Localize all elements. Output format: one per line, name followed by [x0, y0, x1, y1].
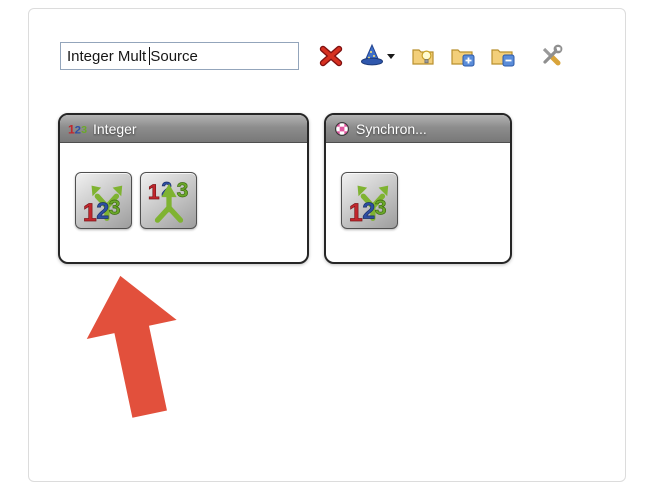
wizard-button[interactable] — [357, 42, 397, 70]
wizard-hat-icon — [361, 43, 383, 66]
category-label: Integer — [93, 120, 137, 137]
category-integer: 1 2 3 Integer 1 2 3 — [58, 113, 309, 264]
folder-lightbulb-icon — [412, 49, 434, 65]
svg-text:2: 2 — [75, 125, 81, 136]
expand-all-button[interactable] — [449, 42, 477, 70]
integer-demux-icon: 1 2 3 — [348, 185, 388, 224]
svg-text:1: 1 — [82, 199, 96, 224]
category-label: Synchron... — [356, 120, 427, 137]
svg-text:1: 1 — [147, 181, 159, 204]
settings-button[interactable] — [537, 42, 565, 70]
sync-ball-icon — [335, 121, 349, 136]
svg-text:3: 3 — [81, 125, 87, 136]
annotation-arrow-icon — [86, 275, 177, 418]
svg-text:2: 2 — [96, 197, 109, 223]
red-x-icon — [319, 45, 343, 67]
category-integer-header[interactable]: 1 2 3 Integer — [60, 115, 307, 143]
svg-text:1: 1 — [348, 199, 362, 224]
integer-multiplexer-button[interactable]: 1 2 3 — [140, 172, 197, 229]
clear-search-button[interactable] — [317, 42, 345, 70]
integer-123-icon: 1 2 3 — [68, 123, 87, 136]
category-synchronization-header[interactable]: Synchron... — [326, 115, 510, 143]
category-integer-body: 1 2 3 1 2 3 — [60, 143, 307, 229]
folder-minus-icon — [491, 49, 515, 67]
search-input[interactable] — [60, 42, 299, 70]
folder-plus-icon — [451, 49, 475, 67]
integer-mux-icon: 1 2 3 — [147, 178, 188, 223]
category-synchronization: Synchron... 1 2 3 — [324, 113, 512, 264]
toolbar — [317, 42, 565, 70]
integer-demultiplexer-button[interactable]: 1 2 3 — [341, 172, 398, 229]
svg-text:2: 2 — [362, 197, 375, 223]
svg-text:1: 1 — [68, 123, 75, 136]
collapse-all-button[interactable] — [489, 42, 517, 70]
svg-text:3: 3 — [374, 196, 386, 219]
svg-text:3: 3 — [108, 196, 120, 219]
svg-text:3: 3 — [176, 179, 188, 202]
integer-demultiplexer-button[interactable]: 1 2 3 — [75, 172, 132, 229]
text-caret — [149, 47, 150, 65]
category-synchronization-body: 1 2 3 — [326, 143, 510, 229]
tips-button[interactable] — [409, 42, 437, 70]
integer-demux-icon: 1 2 3 — [82, 185, 122, 224]
crossed-tools-icon — [542, 44, 563, 66]
chevron-down-icon — [387, 53, 395, 59]
